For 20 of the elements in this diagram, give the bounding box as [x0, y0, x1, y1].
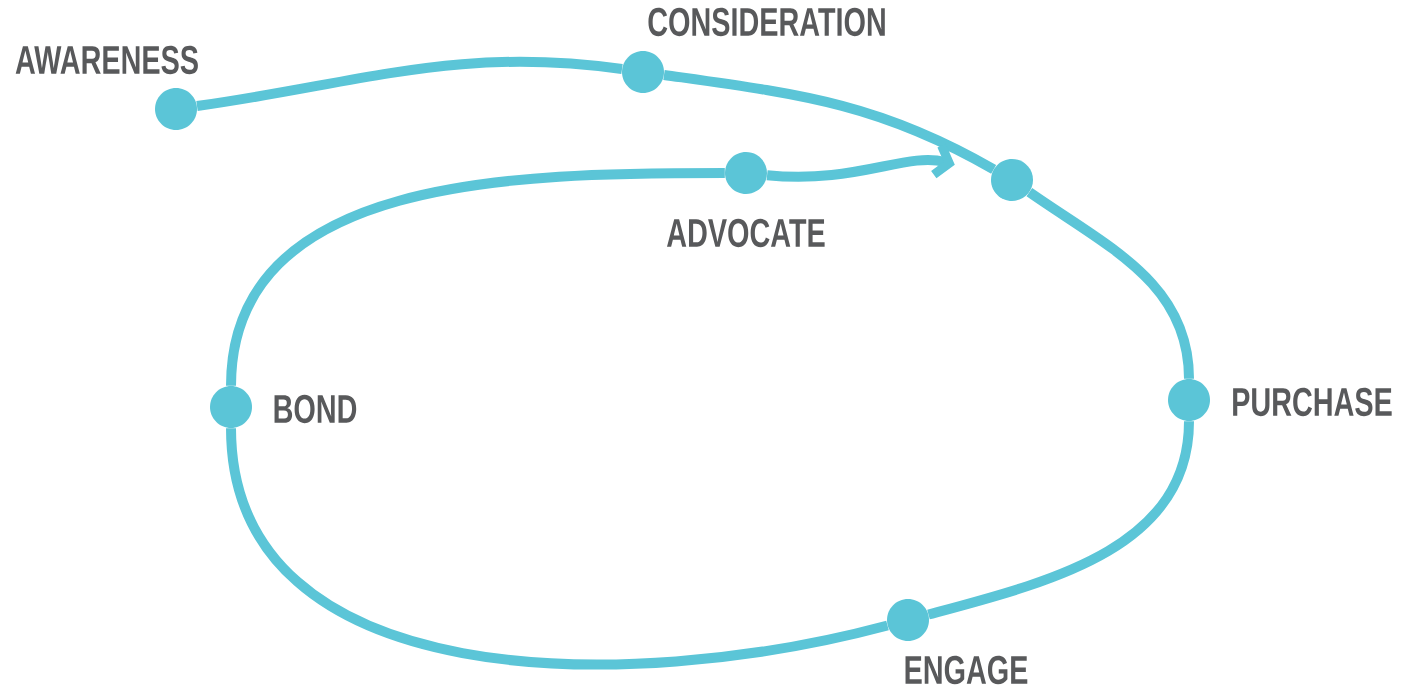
stage-label: AWARENESS: [15, 45, 198, 75]
stage-dot: [725, 152, 767, 194]
stage-dot: [887, 599, 929, 641]
stage-label: BOND: [274, 394, 357, 424]
stage-dot: [210, 386, 252, 428]
arrow: [766, 143, 955, 182]
stage-label: PURCHASE: [1233, 387, 1392, 417]
stage-dot: [991, 159, 1033, 201]
path-line: [196, 56, 623, 111]
path-line: [663, 70, 997, 174]
path-line: [226, 168, 725, 387]
stage-label: ADVOCATE: [667, 218, 825, 248]
path-line: [1026, 188, 1194, 380]
stage-label: CONSIDERATION: [648, 7, 885, 37]
path-line: [927, 420, 1194, 620]
stage-dot: [155, 88, 197, 130]
stage-dot: [622, 51, 664, 93]
stage-dot: [1168, 379, 1210, 421]
stage-label: ENGAGE: [905, 655, 1028, 685]
path-line: [226, 427, 889, 670]
